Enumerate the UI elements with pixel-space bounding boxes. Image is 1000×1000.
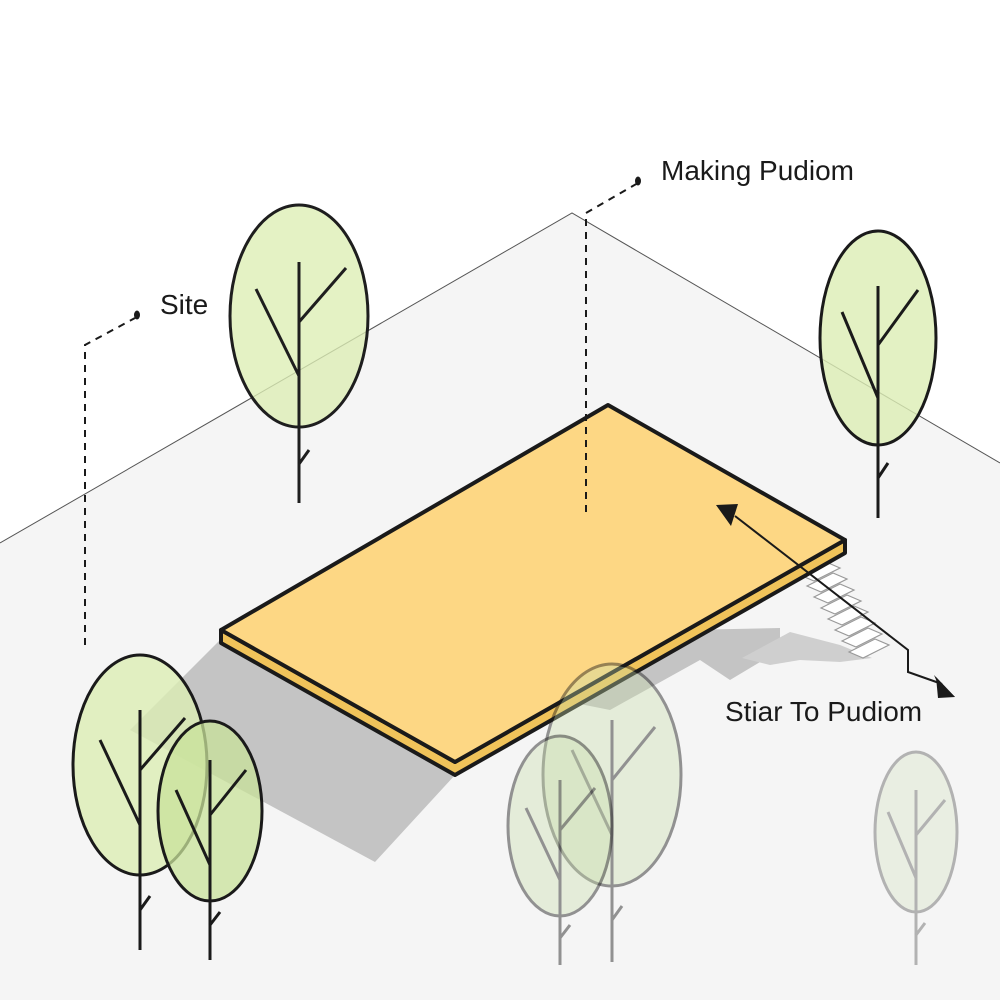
tree-front-left-2 <box>156 719 264 960</box>
podium-top-face <box>219 403 847 764</box>
tree-back-right <box>818 229 938 518</box>
tree-faded-center <box>541 662 683 962</box>
podium-slab <box>219 403 847 777</box>
making-podium-leader <box>585 176 641 512</box>
making-podium-label: Making Pudiom <box>661 155 854 186</box>
site-label: Site <box>160 289 208 320</box>
stair-shadow <box>742 632 872 665</box>
tree-faded-right <box>873 750 959 965</box>
tree-back-left <box>228 203 370 503</box>
site-leader <box>84 310 140 645</box>
stair-label: Stiar To Pudiom <box>725 696 922 727</box>
tree-faded-center-left <box>506 734 614 965</box>
stair-leader <box>716 504 955 698</box>
arrow-head-icon <box>716 504 738 526</box>
